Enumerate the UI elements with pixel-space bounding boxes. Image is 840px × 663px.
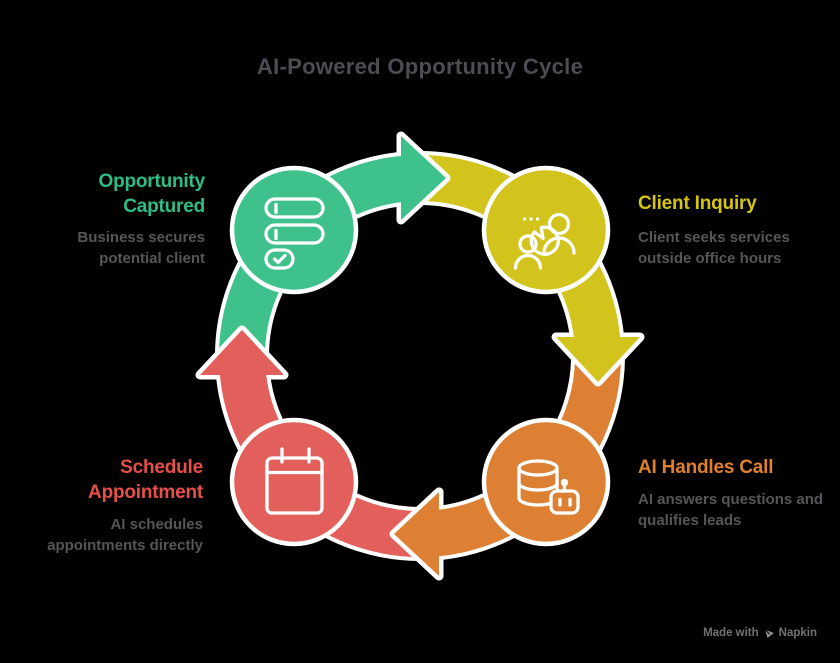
arrowhead-right-icon [401, 136, 446, 220]
node-circle-ai-handles-call [481, 417, 611, 547]
watermark-brand: Napkin [778, 627, 817, 639]
node-circle-opportunity-captured [229, 165, 359, 295]
desc-opportunity-captured: Business secures potential client [77, 229, 205, 267]
desc-schedule-appointment: AI schedules appointments directly [47, 516, 203, 554]
watermark-prefix: Made with [703, 627, 759, 639]
checklist-icon [264, 197, 325, 270]
napkin-pen-icon [764, 629, 774, 638]
node-circle-schedule-appointment [229, 417, 359, 547]
database-robot-icon [517, 459, 580, 515]
watermark: Made with Napkin [703, 627, 817, 639]
label-opportunity-captured: Opportunity Captured [98, 171, 205, 217]
node-circle-client-inquiry [481, 165, 611, 295]
calendar-icon [265, 447, 324, 515]
desc-ai-handles-call: AI answers questions and qualifies leads [638, 491, 824, 529]
chat-people-icon [513, 212, 576, 270]
arrowhead-up-icon [200, 330, 284, 375]
arrowhead-down-icon [556, 337, 640, 382]
label-ai-handles-call: AI Handles Call [638, 457, 774, 478]
label-schedule-appointment: Schedule Appointment [88, 457, 203, 503]
page-title: AI-Powered Opportunity Cycle [256, 54, 584, 79]
desc-client-inquiry: Client seeks services outside office hou… [638, 229, 790, 267]
arrowhead-left-overlay [389, 487, 455, 581]
label-client-inquiry: Client Inquiry [638, 193, 757, 214]
